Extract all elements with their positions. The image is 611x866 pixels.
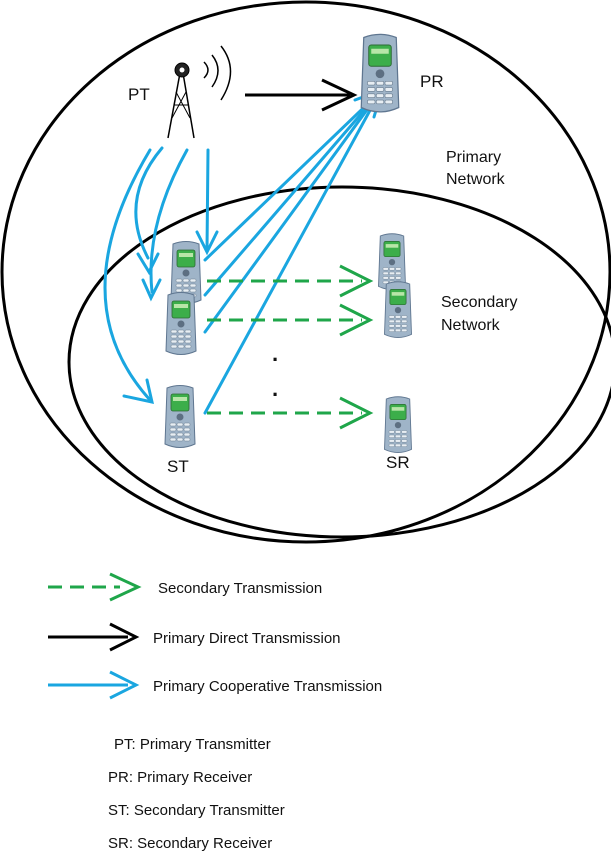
abbrev-st: ST: Secondary Transmitter xyxy=(108,802,285,819)
secondary-network-boundary xyxy=(67,185,611,539)
primary-network-boundary xyxy=(0,0,611,544)
pt-label: PT xyxy=(128,85,150,104)
phone-icon-st2 xyxy=(165,292,197,355)
secondary-network-label-1: Secondary xyxy=(441,294,518,311)
phone-icon-pr xyxy=(360,33,400,113)
legend-secondary-arrow-icon xyxy=(48,572,142,602)
legend-cooperative-arrow-icon xyxy=(48,670,140,700)
tower-icon xyxy=(167,45,232,139)
secondary-network-label-2: Network xyxy=(441,317,501,334)
primary-network-label-2: Network xyxy=(446,171,506,188)
abbrev-sr: SR: Secondary Receiver xyxy=(108,835,272,852)
legend-primary-direct-arrow-icon xyxy=(48,622,140,652)
phone-icon-sr2 xyxy=(384,281,412,338)
abbrev-pr: PR: Primary Receiver xyxy=(108,769,252,786)
secondary-arrows xyxy=(207,264,374,430)
ellipsis-dot-2: · xyxy=(272,382,279,407)
cooperative-arrows xyxy=(103,87,385,415)
legend: Secondary Transmission Primary Direct Tr… xyxy=(48,572,382,700)
legend-primary-direct-label: Primary Direct Transmission xyxy=(153,630,341,647)
legend-secondary-label: Secondary Transmission xyxy=(158,580,322,597)
ellipsis-dot-1: · xyxy=(272,347,279,372)
primary-network-label-1: Primary xyxy=(446,149,501,166)
sr-label: SR xyxy=(386,453,410,472)
st-label: ST xyxy=(167,457,189,476)
pr-label: PR xyxy=(420,72,444,91)
primary-direct-arrow xyxy=(245,78,358,112)
phone-icon-sr1 xyxy=(378,233,406,290)
phone-icon-sr3 xyxy=(384,396,412,453)
legend-cooperative-label: Primary Cooperative Transmission xyxy=(153,678,382,695)
phone-icon-st3 xyxy=(164,385,196,448)
abbrev-pt: PT: Primary Transmitter xyxy=(114,736,271,753)
